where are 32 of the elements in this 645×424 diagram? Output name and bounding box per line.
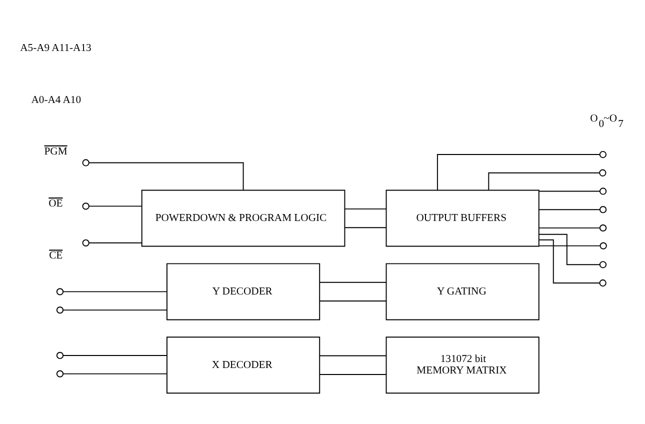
connector <box>62 354 168 356</box>
connector <box>436 154 600 191</box>
connector <box>82 239 142 246</box>
connector <box>344 208 387 210</box>
node-box: 131072 bit MEMORY MATRIX <box>386 336 540 394</box>
node-box: POWERDOWN & PROGRAM LOGIC <box>141 190 346 247</box>
connector <box>82 159 244 191</box>
connector <box>82 202 142 210</box>
connector <box>319 282 387 283</box>
node-box: OUTPUT BUFFERS <box>386 190 540 247</box>
connector <box>319 374 387 375</box>
connector <box>538 234 600 266</box>
connector <box>538 227 600 228</box>
connector <box>62 373 168 374</box>
connector <box>538 190 600 192</box>
connector <box>319 355 387 356</box>
node-text: PGM <box>44 146 68 158</box>
connector <box>538 239 600 284</box>
node-box: Y GATING <box>386 263 540 320</box>
connector <box>538 209 600 210</box>
connector <box>62 291 168 292</box>
node-text: CE <box>49 250 63 262</box>
node-box: Y DECODER <box>166 263 320 320</box>
connector <box>62 310 168 311</box>
node-box: X DECODER <box>166 336 320 394</box>
node-text: OE <box>48 198 63 210</box>
connector <box>344 227 387 228</box>
connector <box>319 300 387 302</box>
connector <box>538 245 601 246</box>
connector <box>488 172 600 191</box>
label: A0-A4 A10 <box>31 95 82 106</box>
label: A5-A9 A11-A13 <box>20 42 92 54</box>
